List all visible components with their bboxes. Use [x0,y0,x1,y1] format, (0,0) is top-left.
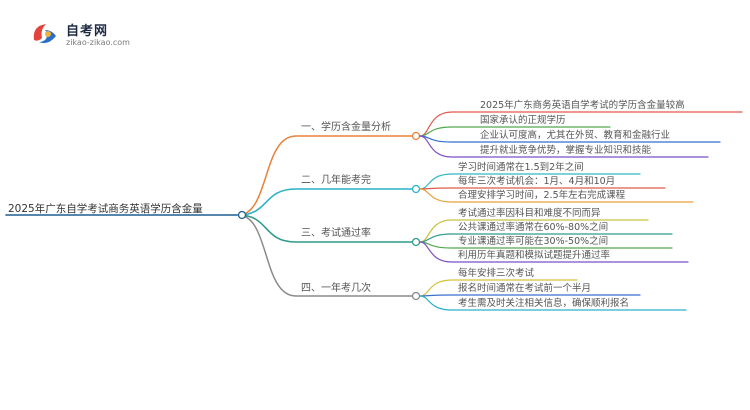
branch-label-1: 一、学历含金量分析 [301,122,391,133]
leaf-1-2: 国家承认的正规学历 [480,115,566,126]
leaf-4-3: 考生需及时关注相关信息，确保顺利报名 [458,298,630,309]
branch-label-2: 二、几年能考完 [301,175,371,186]
branch-label-4: 四、一年考几次 [301,283,371,294]
root-node [237,210,247,220]
leaf-3-1: 考试通过率因科目和难度不同而异 [458,208,601,219]
leaf-connector [419,295,687,311]
leaf-connector [419,188,694,203]
site-logo: 自考网 zikao-zikao.com [30,18,140,52]
leaf-3-2: 公共课通过率通常在60%-80%之间 [458,222,609,233]
branch-connector [237,214,413,297]
logo-url: zikao-zikao.com [66,38,130,47]
leaf-3-3: 专业课通过率可能在30%-50%之间 [458,236,609,247]
leaf-1-3: 企业认可度高，尤其在外贸、教育和金融行业 [480,130,671,141]
leaf-3-4: 利用历年真题和模拟试题提升通过率 [458,250,611,261]
logo-icon [33,24,56,44]
leaf-2-3: 合理安排学习时间，2.5年左右完成课程 [458,190,626,201]
logo-title: 自考网 [66,24,109,39]
leaf-2-2: 每年三次考试机会：1月、4月和10月 [458,176,616,187]
leaf-4-1: 每年安排三次考试 [458,268,535,279]
branch-label-3: 三、考试通过率 [301,228,371,239]
branch-node [411,291,421,301]
leaf-connector [419,241,689,263]
leaf-2-1: 学习时间通常在1.5到2年之间 [458,162,584,173]
leaf-1-1: 2025年广东商务英语自学考试的学历含金量较高 [480,100,685,111]
branch-node [411,184,421,194]
leaf-4-2: 报名时间通常在考试前一个半月 [458,283,592,294]
branch-connector [237,214,413,243]
root-topic: 2025年广东自学考试商务英语学历含金量 [8,203,203,215]
leaf-connector [419,294,641,297]
branch-node [411,237,421,247]
branch-connector [237,135,413,216]
leaf-1-4: 提升就业竞争优势，掌握专业知识和技能 [480,145,652,156]
leaf-connector [419,135,709,158]
branch-node [411,131,421,141]
branch-connector [237,188,413,216]
leaf-connector [419,187,666,190]
